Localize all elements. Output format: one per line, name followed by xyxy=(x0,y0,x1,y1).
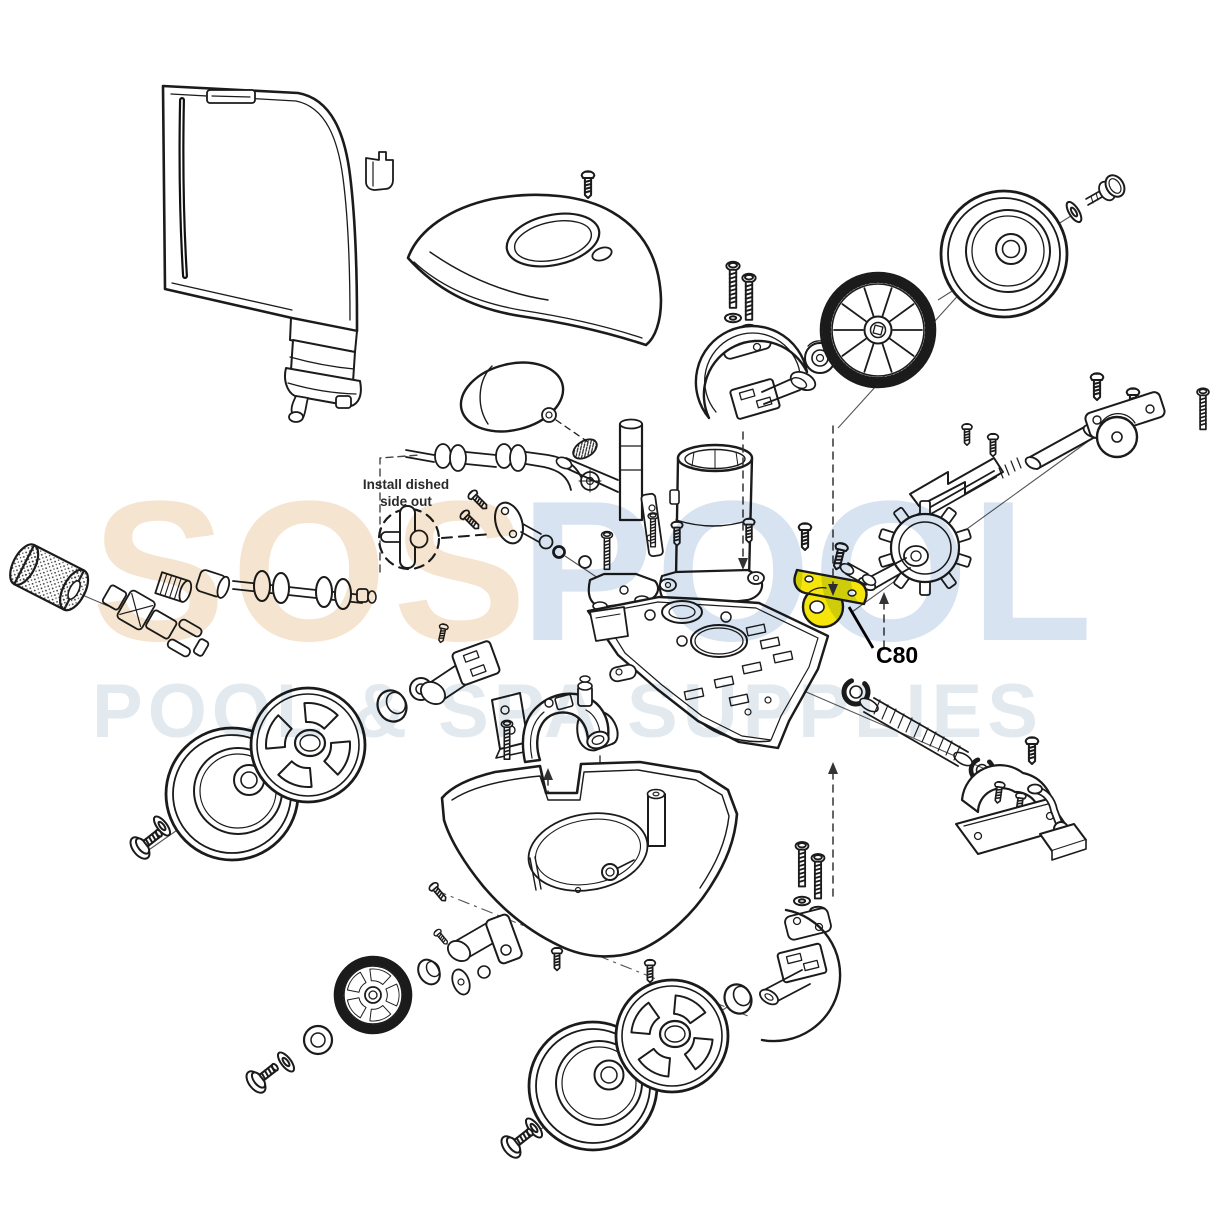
lower-vane xyxy=(759,840,842,1043)
bag-clip xyxy=(365,151,394,191)
watermark-tagline: POOL & SPA SUPPLIES xyxy=(92,669,1043,754)
install-note-line1: Install dished xyxy=(363,477,449,492)
shaft-assembly xyxy=(555,418,664,611)
dashed-circle xyxy=(377,507,441,571)
sleeve xyxy=(195,569,231,599)
axle-strap xyxy=(909,423,1004,507)
bag-collar-neck xyxy=(284,317,362,423)
front-left-wheels xyxy=(125,677,433,864)
rear-housing xyxy=(955,736,1087,861)
c80-part-label: C80 xyxy=(876,642,918,668)
spring-bushing xyxy=(154,571,193,603)
ribbed-tube xyxy=(859,697,973,767)
float xyxy=(459,361,589,443)
spoked-wheel xyxy=(819,271,937,389)
install-note-line2: side out xyxy=(380,494,432,509)
feed-hose-assembly xyxy=(405,438,602,493)
axle-bolt xyxy=(1085,174,1126,206)
watermark: SOS POOL POOL & SPA SUPPLIES xyxy=(92,460,1095,754)
c80-leader-line xyxy=(847,606,875,649)
annotations: Install dished side out C80 xyxy=(363,477,918,668)
rear-tire-wheel xyxy=(939,174,1126,319)
base-plate xyxy=(586,595,830,750)
watermark-word1: SOS xyxy=(92,460,532,683)
wear-plate-and-pins xyxy=(457,487,566,559)
splined-coupler xyxy=(101,584,210,658)
front-axle xyxy=(232,570,377,610)
saddle-elbow xyxy=(500,675,610,764)
watermark-word2: POOL xyxy=(520,460,1095,683)
caster-bracket xyxy=(1084,372,1166,459)
drive-gear-cluster xyxy=(241,856,542,1098)
rear-bottom-wheels xyxy=(496,946,753,1163)
axle-block-assembly xyxy=(420,622,529,759)
roller-brush xyxy=(9,543,90,612)
hose-knob xyxy=(572,438,598,460)
top-cover xyxy=(406,193,663,347)
wear-disc-callout xyxy=(377,454,493,573)
filter-bag xyxy=(161,84,359,333)
